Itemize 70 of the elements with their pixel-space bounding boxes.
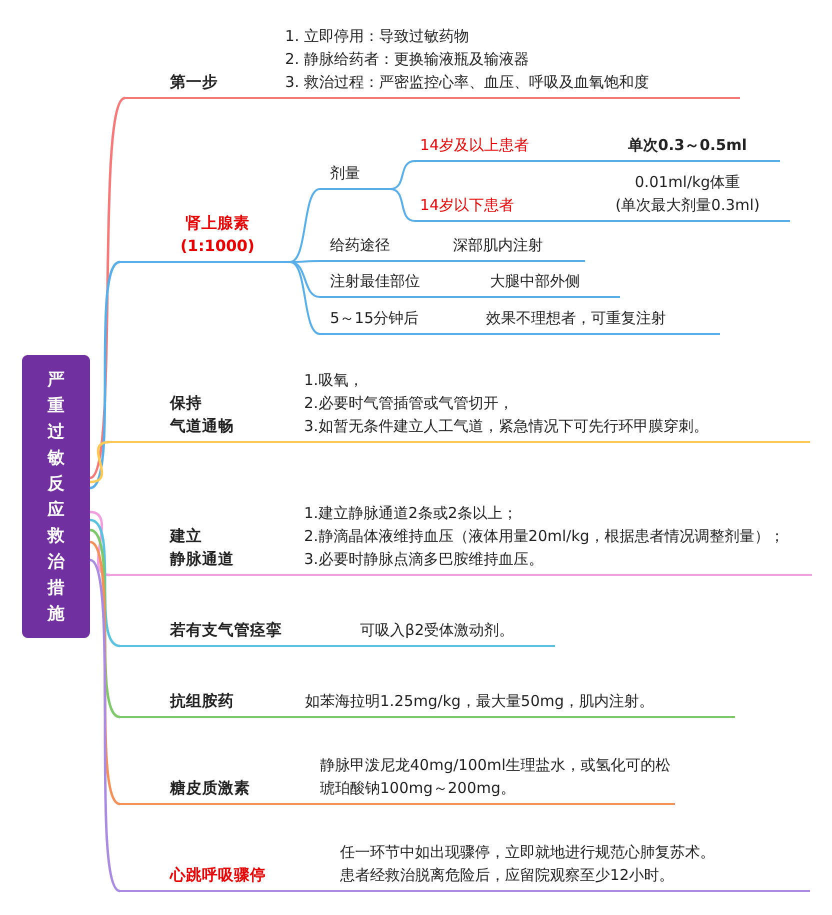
note-text: 2. 静脉给药者：更换输液瓶及输液器 [285,49,530,70]
branch-line [410,260,445,262]
note-text: 3.如暂无条件建立人工气道，紧急情况下可先行环甲膜穿刺。 [304,416,710,437]
note-text: 患者经救治脱离危险后，应留院观察至少12小时。 [340,865,676,886]
branch-label: 静脉通道 [170,549,235,570]
branch-line [90,510,110,576]
branch-line [250,716,295,718]
branch-label: 抗组胺药 [170,691,235,712]
branch-line [390,188,416,222]
note-text: 0.01ml/kg体重 [634,172,742,193]
branch-line [430,333,478,335]
topic-node [320,163,390,190]
branch-line [270,803,310,805]
note-text: 大腿中部外侧 [490,271,581,292]
sub-branch-label: 注射最佳部位 [330,271,421,292]
note-node [585,172,790,222]
root-box [22,355,90,638]
branch-label: 心跳呼吸骤停 [170,865,267,886]
branch-line [295,890,335,892]
note-text: 可吸入β2受体激动剂。 [360,620,516,641]
branch-line [89,528,121,718]
topic-node [415,196,545,222]
branch-label: 保持 [170,393,203,414]
branch-line [89,541,121,805]
branch-line [89,559,121,892]
note-text: 2.静滴晶体液维持血压（液体用量20ml/kg，根据患者情况调整剂量）； [304,526,786,547]
branch-line [545,220,585,222]
branch-line [555,160,595,162]
note-text: (单次最大剂量0.3ml) [614,195,761,216]
branch-label: 第一步 [170,72,219,93]
note-node [595,136,780,162]
note-text: 1.吸氧， [304,370,364,391]
branch-line [390,160,416,190]
branch-label: 建立 [170,526,203,547]
branch-label: 糖皮质激素 [170,778,251,799]
note-text: 单次0.3～0.5ml [627,135,748,156]
branch-label: 肾上腺素 [184,213,250,234]
note-text: 1. 立即停用：导致过敏药物 [285,26,470,47]
sub-branch-label: 剂量 [330,163,361,184]
branch-line [290,188,320,263]
note-text: 1.建立静脉通道2条或2条以上； [304,503,518,524]
branch-line [290,261,320,335]
note-text: 如苯海拉明1.25mg/kg，最大量50mg，肌内注射。 [305,691,656,712]
branch-line [89,97,126,479]
topic-node [415,136,555,162]
sub-branch-label: 给药途径 [330,235,391,256]
branch-line [89,260,121,490]
branch-label: 气道通畅 [170,416,235,437]
sub-branch-label: 5～15分钟后 [330,308,420,329]
branch-line [245,574,298,576]
branch-line [310,645,350,647]
branch-line [90,518,120,648]
note-text: 2.必要时气管插管或气管切开， [304,393,514,414]
branch-line [290,260,320,263]
note-text: 任一环节中如出现骤停，立即就地进行规范心肺复苏术。 [340,842,716,863]
note-text: 静脉甲泼尼龙40mg/100ml生理盐水，或氢化可的松琥珀酸钠100mg～200mg。 [320,755,672,799]
note-text: 效果不理想者，可重复注射 [486,308,667,329]
branch-line [90,440,110,484]
branch-label: 若有支气管痉挛 [170,620,283,641]
branch-label: (1:1000) [179,236,256,257]
sub-branch-label: 14岁及以上患者 [420,135,530,156]
sub-branch-label: 14岁以下患者 [420,195,516,216]
note-node [335,843,810,892]
branch-line [435,296,480,298]
note-text: 3. 救治过程：严密监控心率、血压、呼吸及血氧饱和度 [285,72,650,93]
note-text: 深部肌内注射 [453,235,544,256]
branch-line [245,441,298,443]
root-title: 严重过敏反应救治措施 [48,368,64,626]
note-text: 3.必要时静脉点滴多巴胺维持血压。 [304,549,544,570]
branch-line [235,97,280,99]
